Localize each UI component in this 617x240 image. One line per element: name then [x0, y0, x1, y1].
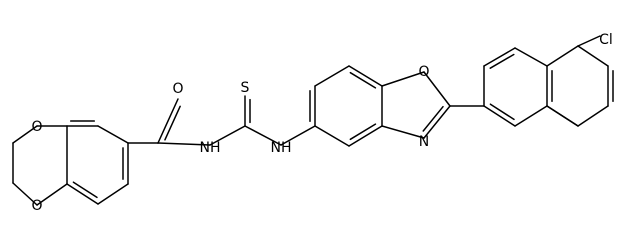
bond — [314, 65, 350, 87]
bond — [483, 105, 516, 127]
chemical-structure: O NH S NH O O O N Cl — [12, 32, 614, 214]
atom-O-carbonyl: O — [172, 81, 183, 97]
bond — [489, 103, 515, 121]
bond — [97, 125, 129, 144]
bond — [546, 105, 579, 127]
atom-Cl: Cl — [599, 32, 613, 48]
bond — [209, 125, 246, 146]
bond — [164, 105, 181, 141]
atom-labels: O NH S NH O O O N Cl — [31, 32, 612, 214]
atom-NH-amine: NH — [271, 140, 292, 156]
atom-N-oxazole: N — [419, 134, 429, 150]
bond — [280, 125, 316, 146]
bond — [514, 105, 548, 127]
bond — [381, 71, 425, 87]
bond — [483, 47, 516, 67]
bond — [348, 65, 383, 87]
atom-O-dioxin-top: O — [31, 119, 42, 135]
bond — [423, 105, 451, 139]
bond — [12, 125, 38, 144]
bond — [577, 105, 609, 127]
bond — [349, 71, 377, 89]
atom-NH-amide: NH — [200, 140, 221, 156]
bond — [157, 142, 211, 146]
bond — [577, 35, 601, 47]
bond — [72, 181, 98, 199]
bond — [157, 98, 179, 144]
atom-S-thio: S — [241, 80, 250, 96]
bond — [348, 125, 383, 147]
atom-O-dioxin-bottom: O — [31, 198, 42, 214]
bonds — [12, 35, 614, 206]
bond — [12, 182, 38, 206]
bond — [577, 45, 609, 67]
bond — [66, 183, 99, 205]
bond — [489, 53, 515, 69]
bond — [546, 45, 579, 67]
bond — [381, 125, 425, 139]
atom-O-oxazole: O — [418, 64, 429, 80]
bond — [423, 71, 451, 107]
bond — [422, 105, 444, 132]
bond — [36, 183, 68, 206]
bond — [97, 183, 129, 205]
bond — [349, 123, 377, 141]
bond — [314, 125, 350, 147]
bond — [244, 125, 282, 146]
bond — [514, 47, 548, 67]
